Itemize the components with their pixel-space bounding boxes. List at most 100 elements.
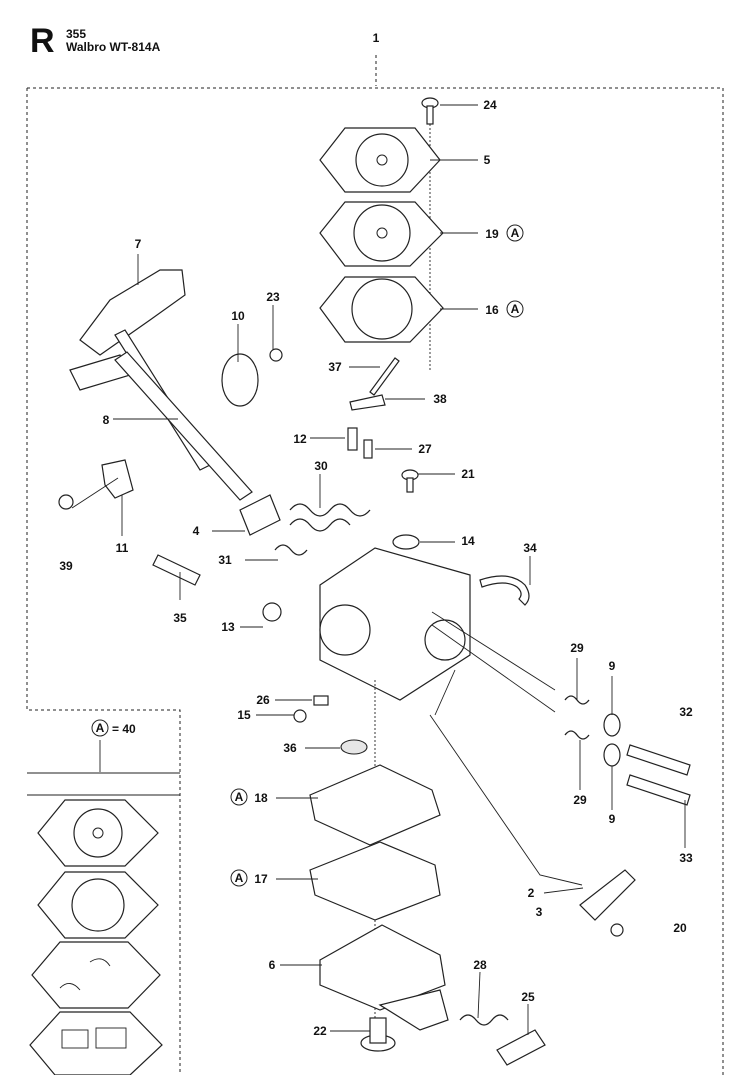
screw-23 xyxy=(269,348,283,362)
spring-30 xyxy=(289,503,371,532)
callout-28: 28 xyxy=(473,958,487,972)
callout-24: 24 xyxy=(483,98,497,112)
leader-lines xyxy=(71,104,686,1035)
callout-34: 34 xyxy=(523,541,537,555)
callout-21: 21 xyxy=(461,467,475,481)
cover-5 xyxy=(319,127,441,193)
callout-18: 18 xyxy=(254,791,268,805)
callout-8: 8 xyxy=(103,413,110,427)
assembly-boundary xyxy=(26,55,724,1075)
plate-11 xyxy=(101,459,134,499)
diaphragm-17 xyxy=(309,841,441,921)
callout-13: 13 xyxy=(221,620,235,634)
kit-marker-16: A xyxy=(506,300,524,318)
spring-31 xyxy=(274,544,308,556)
washer-9-upper xyxy=(603,713,621,737)
gasket-16 xyxy=(319,276,444,343)
callout-14: 14 xyxy=(461,534,475,548)
svg-text:A: A xyxy=(235,871,244,885)
lever-38 xyxy=(349,394,386,411)
callout-1: 1 xyxy=(373,31,380,45)
callout-39: 39 xyxy=(59,559,73,573)
kit-gasket-3 xyxy=(31,941,161,1009)
needle-12 xyxy=(347,427,358,451)
carburetor-name: Walbro WT-814A xyxy=(66,40,161,54)
callout-2: 2 xyxy=(528,886,535,900)
plug-13 xyxy=(262,602,282,622)
carburetor-body-1 xyxy=(319,547,471,701)
tube-34 xyxy=(479,575,530,606)
kit-gasket-4 xyxy=(29,1011,163,1075)
plug-14 xyxy=(392,534,420,550)
spring-29-lower xyxy=(564,730,590,740)
callout-9: 9 xyxy=(609,812,616,826)
model-number: 355 xyxy=(66,27,87,41)
spring-27 xyxy=(363,439,373,459)
callout-31: 31 xyxy=(218,553,232,567)
screw-24 xyxy=(421,97,439,125)
callout-26: 26 xyxy=(256,693,270,707)
pin-25 xyxy=(496,1029,546,1066)
callout-17: 17 xyxy=(254,872,268,886)
needle-axis xyxy=(431,611,556,713)
needle-33 xyxy=(626,774,691,806)
svg-text:A: A xyxy=(96,721,105,735)
callout-19: 19 xyxy=(485,227,499,241)
callout-35: 35 xyxy=(173,611,187,625)
ball-15 xyxy=(293,709,307,723)
kit-gasket-1 xyxy=(37,799,159,867)
screw-39 xyxy=(58,494,74,510)
screw-21 xyxy=(401,469,419,493)
callout-29: 29 xyxy=(570,641,584,655)
diaphragm-19 xyxy=(319,201,444,267)
choke-shaft-8 xyxy=(69,351,253,501)
svg-text:A: A xyxy=(511,226,520,240)
kit-marker-18: A xyxy=(230,788,248,806)
callout-9: 9 xyxy=(609,659,616,673)
callout-3: 3 xyxy=(536,905,543,919)
callout-27: 27 xyxy=(418,442,432,456)
callout-25: 25 xyxy=(521,990,535,1004)
filter-36 xyxy=(340,739,368,755)
lever-leader xyxy=(429,669,583,886)
lever-2-3 xyxy=(579,869,636,937)
callout-20: 20 xyxy=(673,921,687,935)
pin-37 xyxy=(369,357,400,396)
needle-32 xyxy=(626,744,691,776)
callout-33: 33 xyxy=(679,851,693,865)
plate-10 xyxy=(221,353,259,407)
callout-16: 16 xyxy=(485,303,499,317)
cover-6 xyxy=(319,924,449,1031)
spring-26 xyxy=(313,695,329,706)
screw-22 xyxy=(360,1017,396,1052)
callout-11: 11 xyxy=(116,541,129,555)
callout-4: 4 xyxy=(193,524,200,538)
lever-4 xyxy=(239,494,281,536)
callout-6: 6 xyxy=(269,958,276,972)
kit-legend-equals: = 40 xyxy=(112,722,136,736)
callout-36: 36 xyxy=(283,741,297,755)
callout-7: 7 xyxy=(135,237,142,251)
svg-text:A: A xyxy=(511,302,520,316)
callout-5: 5 xyxy=(484,153,491,167)
callout-37: 37 xyxy=(328,360,342,374)
callout-12: 12 xyxy=(293,432,307,446)
spring-28 xyxy=(459,1014,509,1026)
callout-38: 38 xyxy=(433,392,447,406)
callout-23: 23 xyxy=(266,290,280,304)
section-letter: R xyxy=(30,22,55,60)
kit-circle-legend: A xyxy=(91,719,109,737)
washer-9-lower xyxy=(603,743,621,767)
pin-35 xyxy=(152,554,201,586)
kit-marker-17: A xyxy=(230,869,248,887)
callout-22: 22 xyxy=(313,1024,327,1038)
callout-32: 32 xyxy=(679,705,693,719)
gasket-18 xyxy=(309,764,441,846)
callout-30: 30 xyxy=(314,459,328,473)
callout-10: 10 xyxy=(231,309,245,323)
kit-gasket-2 xyxy=(37,871,159,939)
kit-marker-19: A xyxy=(506,224,524,242)
callout-15: 15 xyxy=(237,708,251,722)
